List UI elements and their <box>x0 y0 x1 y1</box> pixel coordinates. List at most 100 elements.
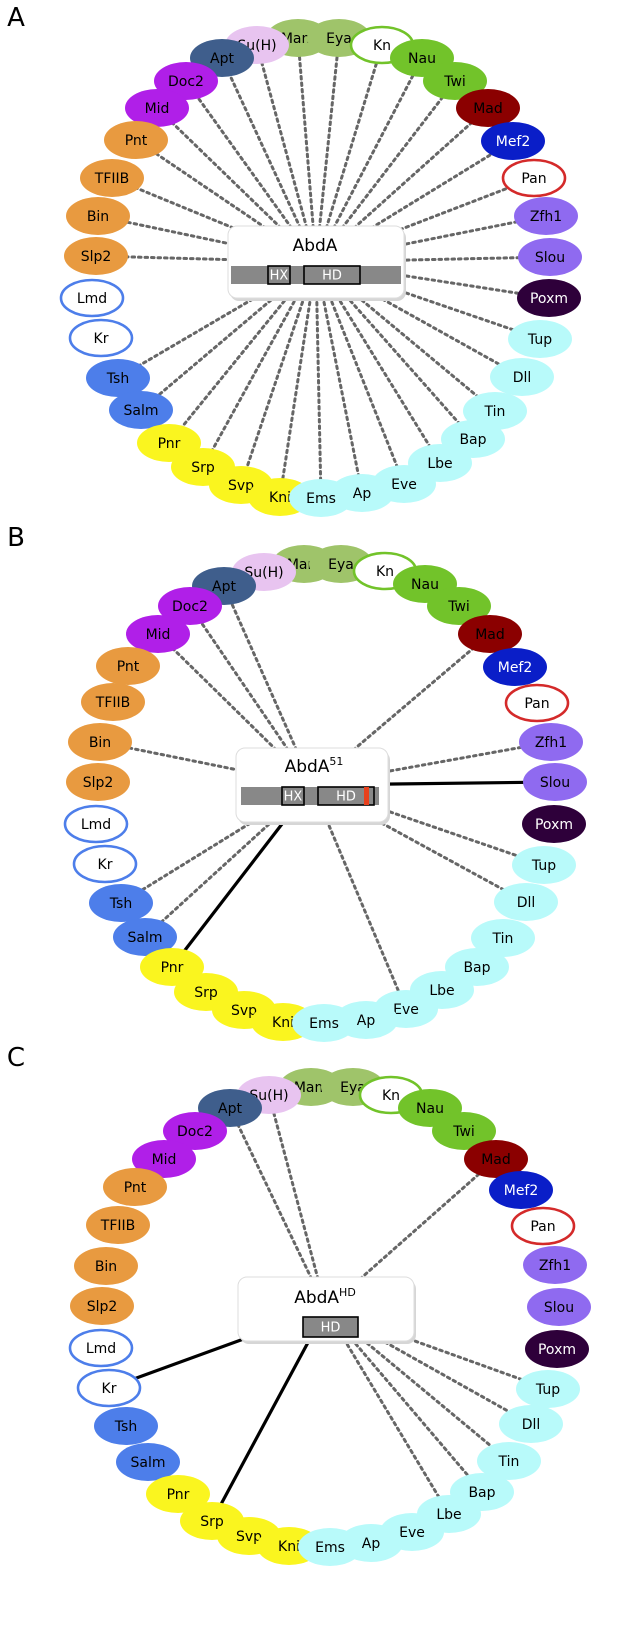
protein-name: AbdA51 <box>285 755 344 777</box>
node-shape <box>458 615 522 653</box>
node-label: Nau <box>411 577 439 593</box>
dotted-edge-eya <box>317 36 341 230</box>
node-shape <box>59 278 125 318</box>
node-label: Pan <box>530 1219 555 1235</box>
node-zfh1: Zfh1 <box>523 1246 587 1284</box>
domain-hx: HX <box>267 265 291 285</box>
node-shape <box>96 647 160 685</box>
node-shape <box>76 1368 142 1408</box>
node-label: Mef2 <box>498 660 533 676</box>
node-doc2: Doc2 <box>158 587 222 625</box>
node-shape <box>501 158 567 198</box>
node-label: Tsh <box>109 896 132 912</box>
solid-edge-srp <box>210 1338 312 1522</box>
node-label: Bin <box>87 209 109 225</box>
node-kr: Kr <box>72 844 138 884</box>
node-label: Eve <box>399 1525 425 1541</box>
node-shape <box>66 763 130 801</box>
node-pan: Pan <box>504 683 570 723</box>
node-label: Kr <box>102 1381 117 1397</box>
box-background <box>237 1276 415 1342</box>
node-dll: Dll <box>490 358 554 396</box>
node-label: Mef2 <box>496 134 531 150</box>
node-shape <box>471 919 535 957</box>
node-label: Poxm <box>535 817 573 833</box>
node-label: Bin <box>95 1259 117 1275</box>
node-label: Lbe <box>427 456 452 472</box>
domain-box <box>317 786 375 806</box>
node-label: Twi <box>443 74 466 90</box>
node-label: Tin <box>484 404 506 420</box>
node-label: Tsh <box>106 371 129 387</box>
node-shape <box>481 122 545 160</box>
node-shape <box>477 1442 541 1480</box>
dotted-edge-pnt <box>134 138 268 230</box>
node-poxm: Poxm <box>517 279 581 317</box>
node-lmd: Lmd <box>63 804 129 844</box>
node-shape <box>70 1287 134 1325</box>
dotted-edge-mid <box>155 106 283 230</box>
node-label: Tup <box>527 332 552 348</box>
node-dll: Dll <box>499 1405 563 1443</box>
node-shape <box>494 883 558 921</box>
node-label: Srp <box>194 985 218 1001</box>
node-label: Poxm <box>538 1342 576 1358</box>
node-shape <box>432 1112 496 1150</box>
dotted-edge-ems <box>315 294 323 500</box>
edges <box>94 36 552 500</box>
node-shape <box>483 648 547 686</box>
node-label: Ap <box>357 1013 376 1029</box>
node-label: Twi <box>452 1124 475 1140</box>
node-label: Pnr <box>161 960 184 976</box>
node-shape <box>499 1405 563 1443</box>
protein-name: AbdAHD <box>294 1286 356 1308</box>
node-label: Lmd <box>77 291 107 307</box>
node-label: Apt <box>210 51 234 67</box>
domain-label: HX <box>270 269 289 284</box>
dotted-edge-lbe <box>335 294 442 465</box>
node-slou: Slou <box>527 1288 591 1326</box>
node-label: Tsh <box>114 1419 137 1435</box>
node-label: Zfh1 <box>535 735 567 751</box>
node-shape <box>427 587 491 625</box>
dotted-edge-salm <box>139 294 278 412</box>
node-label: Kni <box>272 1015 294 1031</box>
dotted-edge-bap <box>350 1337 484 1494</box>
dotted-edge-mid <box>156 632 278 752</box>
dotted-edge-mam <box>296 36 315 230</box>
node-label: Dll <box>517 895 536 911</box>
mutation-mark <box>364 787 369 805</box>
node-slp2: Slp2 <box>70 1287 134 1325</box>
node-label: Zfh1 <box>530 209 562 225</box>
node-pnt: Pnt <box>104 121 168 159</box>
node-shape <box>298 1528 362 1566</box>
node-label: Doc2 <box>172 599 208 615</box>
protein-name-main: AbdA <box>293 236 338 256</box>
node-label: Mid <box>146 627 171 643</box>
node-label: Salm <box>131 1455 166 1471</box>
node-zfh1: Zfh1 <box>519 723 583 761</box>
edges <box>108 1093 550 1522</box>
node-poxm: Poxm <box>525 1330 589 1368</box>
node-bin: Bin <box>66 197 130 235</box>
node-label: Tup <box>531 858 556 874</box>
node-label: Zfh1 <box>539 1258 571 1274</box>
node-poxm: Poxm <box>522 805 586 843</box>
node-label: Pnr <box>167 1487 190 1503</box>
node-slp2: Slp2 <box>66 763 130 801</box>
node-shape <box>504 683 570 723</box>
node-label: Srp <box>200 1514 224 1530</box>
node-label: Pan <box>524 696 549 712</box>
node-label: Lmd <box>81 817 111 833</box>
node-label: Dll <box>513 370 532 386</box>
node-label: Doc2 <box>177 1124 213 1140</box>
dotted-edge-eve <box>327 294 406 486</box>
node-twi: Twi <box>427 587 491 625</box>
node-label: Nau <box>408 51 436 67</box>
dotted-edge-mad <box>358 1157 498 1281</box>
